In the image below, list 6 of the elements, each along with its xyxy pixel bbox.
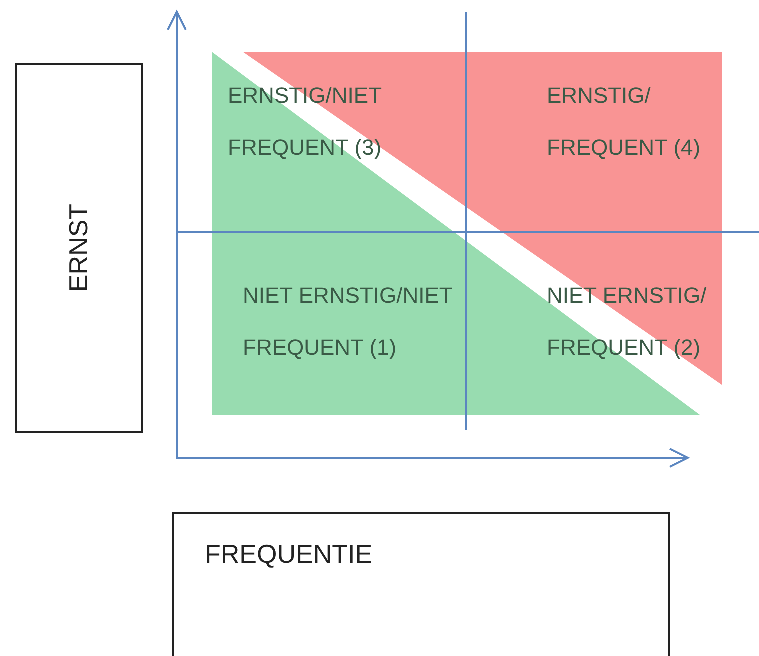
- quadrant-label: ERNSTIG/ FREQUENT (4): [547, 82, 702, 162]
- axis-title: FREQUENTIE: [205, 539, 373, 570]
- axis-title-box: [172, 512, 670, 656]
- axis-title: ERNST: [64, 204, 94, 292]
- quadrant-label: NIET ERNSTIG/NIET FREQUENT (1): [243, 282, 454, 362]
- axis-title-box: [15, 63, 143, 433]
